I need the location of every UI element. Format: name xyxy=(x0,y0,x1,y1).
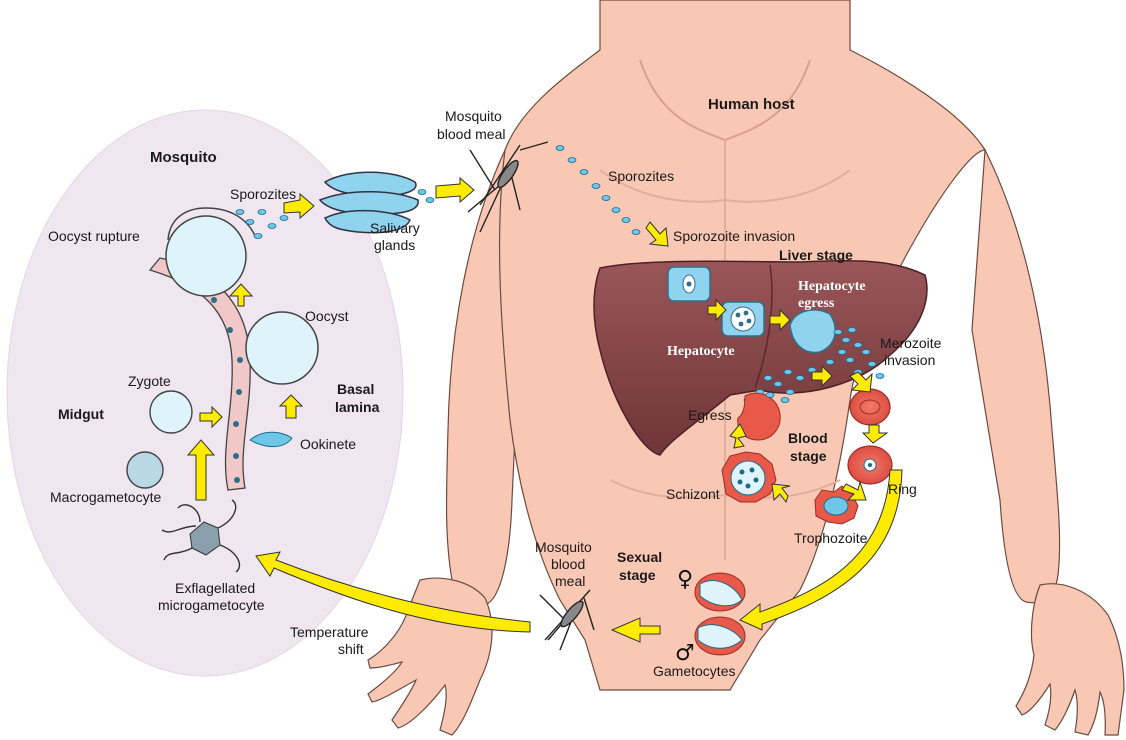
human-host-title: Human host xyxy=(708,96,795,113)
merozoite-invasion-line1: Merozoite xyxy=(880,335,942,351)
mosquito-title: Mosquito xyxy=(150,149,217,166)
hepatocyte-egress-line1: Hepatocyte xyxy=(798,279,866,294)
female-symbol-icon: ♀ xyxy=(677,567,693,592)
salivary-glands-line2: glands xyxy=(374,237,415,253)
merozoite-invasion-line2: invasion xyxy=(884,352,935,368)
temperature-shift-line1: Temperature xyxy=(290,624,369,640)
rbc-merozoite-invasion xyxy=(850,389,890,425)
schizont-label: Schizont xyxy=(666,486,720,502)
blood-meal-bottom-line3: meal xyxy=(555,573,585,589)
trophozoite-label: Trophozoite xyxy=(794,530,868,546)
hepatocyte-schizont xyxy=(722,302,764,336)
sporozoite-invasion-label: Sporozoite invasion xyxy=(673,228,795,244)
hepatocyte-invaded xyxy=(668,267,710,301)
rbc-ring xyxy=(848,446,892,484)
basal-lamina-label-line1: Basal xyxy=(337,381,374,397)
hepatocyte-label: Hepatocyte xyxy=(667,344,735,359)
oocyst-rupture-label: Oocyst rupture xyxy=(48,228,140,244)
sporozites-label-mosquito: Sporozites xyxy=(230,186,296,202)
ookinete-label: Ookinete xyxy=(300,436,356,452)
zygote-label: Zygote xyxy=(128,373,171,389)
blood-meal-bottom-line2: blood xyxy=(551,556,585,572)
blood-stage-line1: Blood xyxy=(788,430,828,446)
hepatocyte-egress-line2: egress xyxy=(798,296,835,311)
blood-meal-top-line1: Mosquito xyxy=(445,108,502,124)
liver-stage-label: Liver stage xyxy=(779,247,853,263)
salivary-glands-line1: Salivary xyxy=(370,220,420,236)
gametocyte-female xyxy=(695,573,745,611)
basal-lamina-label-line2: lamina xyxy=(335,399,380,415)
midgut-label: Midgut xyxy=(58,406,104,422)
blood-meal-top-line2: blood meal xyxy=(437,126,506,142)
oocyst-label: Oocyst xyxy=(305,308,349,324)
sexual-stage-line2: stage xyxy=(619,567,656,583)
male-symbol-icon: ♂ xyxy=(675,641,695,666)
blood-stage-line2: stage xyxy=(790,448,827,464)
exflagellated-label-line2: microgametocyte xyxy=(158,597,265,613)
temperature-shift-line2: shift xyxy=(338,641,364,657)
sexual-stage-line1: Sexual xyxy=(617,549,662,565)
gametocyte-male xyxy=(695,617,745,655)
macrogametocyte-label: Macrogametocyte xyxy=(50,489,161,505)
egress-label: Egress xyxy=(688,407,732,423)
macrogametocyte-cell xyxy=(127,452,163,488)
zygote xyxy=(150,391,192,433)
blood-meal-bottom-line1: Mosquito xyxy=(535,539,592,555)
exflagellated-label-line1: Exflagellated xyxy=(175,580,255,596)
ring-label: Ring xyxy=(888,481,917,497)
sporozites-label-human: Sporozites xyxy=(608,168,674,184)
